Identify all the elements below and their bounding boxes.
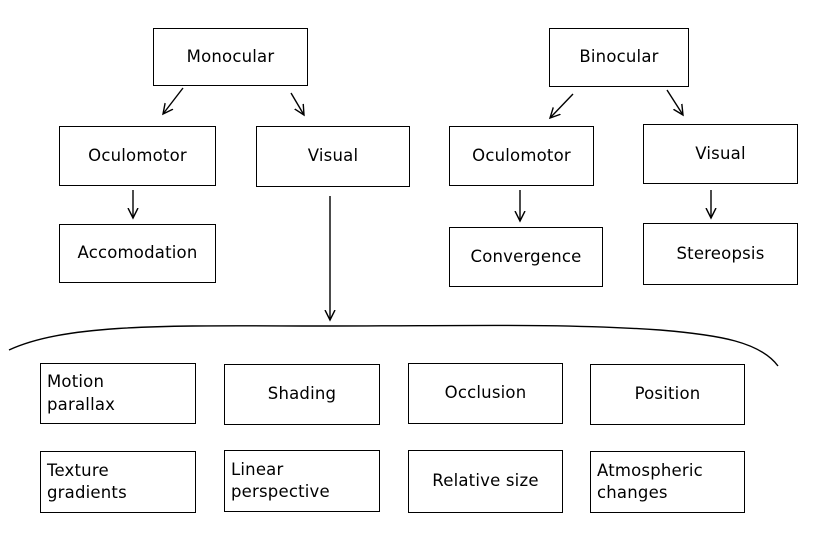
arrow-binocular-to-visual xyxy=(666,89,683,115)
cue-position-label: Position xyxy=(634,384,701,404)
stereopsis-label: Stereopsis xyxy=(676,243,765,263)
cue-motion-parallax: Motion parallax xyxy=(40,363,196,424)
cue-atmospheric-changes: Atmospheric changes xyxy=(590,451,745,513)
arrow-monocular-to-visual xyxy=(290,92,304,115)
mono-oculomotor-box: Oculomotor xyxy=(59,126,216,186)
monocular-box: Monocular xyxy=(153,28,308,86)
bino-visual-label: Visual xyxy=(695,143,746,163)
bino-oculomotor-label: Oculomotor xyxy=(472,145,571,165)
bino-oculomotor-box: Oculomotor xyxy=(449,126,594,186)
cue-occlusion-label: Occlusion xyxy=(444,383,527,403)
cue-shading-label: Shading xyxy=(267,384,337,404)
binocular-box: Binocular xyxy=(549,28,689,87)
bino-visual-box: Visual xyxy=(643,124,798,184)
cue-atmospheric-changes-label: Atmospheric changes xyxy=(597,460,703,502)
cue-relative-size: Relative size xyxy=(408,450,563,513)
convergence-label: Convergence xyxy=(470,246,582,266)
cue-occlusion: Occlusion xyxy=(408,363,563,424)
stereopsis-box: Stereopsis xyxy=(643,223,798,285)
binocular-label: Binocular xyxy=(579,47,659,67)
arrow-monocular-to-oculomotor xyxy=(163,87,184,114)
cue-shading: Shading xyxy=(224,364,380,425)
accomodation-label: Accomodation xyxy=(77,243,198,263)
cue-texture-gradients-label: Texture gradients xyxy=(47,460,127,502)
cue-position: Position xyxy=(590,364,745,425)
convergence-box: Convergence xyxy=(449,227,603,287)
arrow-binocular-to-oculomotor xyxy=(550,93,574,118)
accomodation-box: Accomodation xyxy=(59,224,216,283)
grouping-brace xyxy=(8,324,779,367)
cue-relative-size-label: Relative size xyxy=(432,471,539,491)
cue-linear-perspective-label: Linear perspective xyxy=(231,459,330,501)
mono-oculomotor-label: Oculomotor xyxy=(88,145,187,165)
cue-linear-perspective: Linear perspective xyxy=(224,450,380,512)
monocular-label: Monocular xyxy=(186,46,275,66)
mono-visual-label: Visual xyxy=(307,146,359,166)
cue-texture-gradients: Texture gradients xyxy=(40,451,196,513)
cue-motion-parallax-label: Motion parallax xyxy=(47,372,116,414)
mono-visual-box: Visual xyxy=(256,126,410,187)
